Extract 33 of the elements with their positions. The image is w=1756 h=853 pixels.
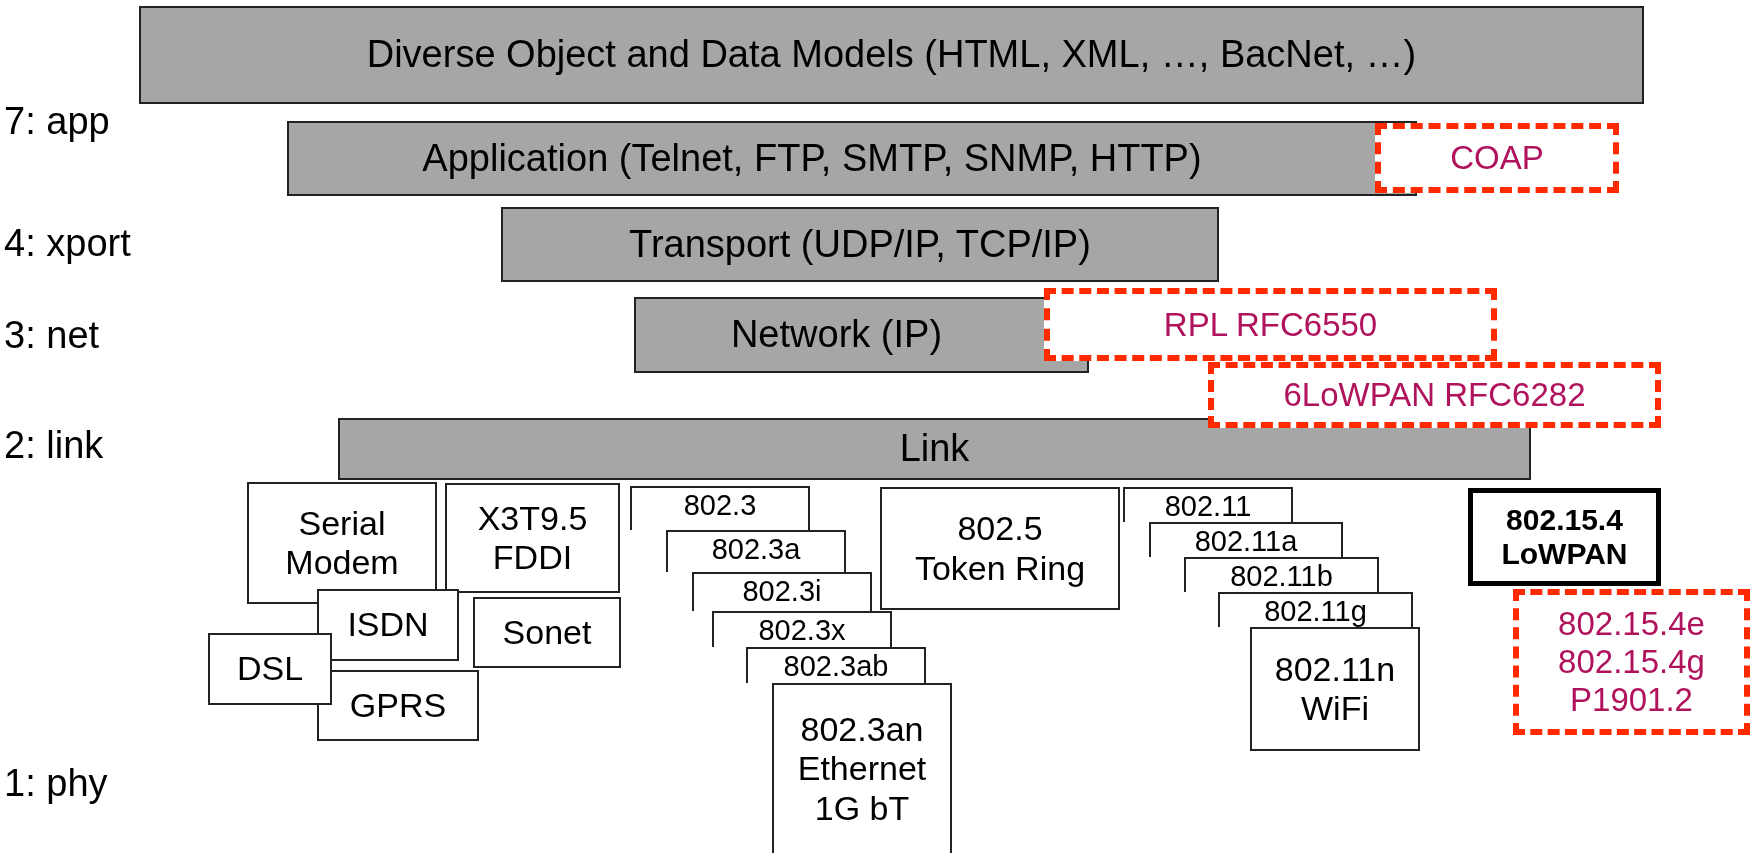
protocol-box: Sonet	[473, 597, 621, 668]
protocol-box: GPRS	[317, 670, 479, 741]
layer-bar: Diverse Object and Data Models (HTML, XML, …, BacNet, …)	[139, 6, 1644, 104]
protocol-box: Serial Modem	[247, 482, 437, 604]
protocol-box: 802.15.4 LoWPAN	[1468, 488, 1661, 586]
stacked-card: 802.3i	[692, 572, 872, 611]
layer-label: 3: net	[4, 314, 100, 357]
dashed-box: RPL RFC6550	[1044, 288, 1497, 361]
protocol-box: X3T9.5 FDDI	[445, 483, 620, 593]
protocol-box: ISDN	[317, 589, 459, 661]
stacked-card: 802.11b	[1184, 557, 1379, 592]
dashed-box: 6LoWPAN RFC6282	[1208, 362, 1661, 428]
stacked-card: 802.3a	[666, 530, 846, 572]
layer-label: 4: xport	[4, 222, 131, 265]
protocol-box: 802.5 Token Ring	[880, 487, 1120, 610]
layer-bar: Link	[338, 418, 1531, 480]
layer-bar: Transport (UDP/IP, TCP/IP)	[501, 207, 1219, 282]
protocol-box: 802.11n WiFi	[1250, 627, 1420, 751]
stacked-card: 802.3ab	[746, 647, 926, 683]
protocol-box: DSL	[208, 633, 332, 705]
layer-bar: Application (Telnet, FTP, SMTP, SNMP, HTTP)	[287, 121, 1417, 196]
stacked-card: 802.3x	[712, 611, 892, 647]
dashed-box: COAP	[1375, 123, 1619, 193]
layer-label: 2: link	[4, 424, 104, 467]
layer-label: 7: app	[4, 100, 110, 143]
layer-bar: Network (IP)	[634, 297, 1089, 373]
protocol-box: 802.3an Ethernet 1G bT	[772, 683, 952, 853]
stacked-card: 802.11g	[1218, 592, 1413, 627]
stacked-card: 802.11	[1123, 487, 1293, 522]
stacked-card: 802.3	[630, 486, 810, 530]
dashed-box: 802.15.4e 802.15.4g P1901.2	[1513, 589, 1750, 735]
layer-label: 1: phy	[4, 762, 108, 805]
stacked-card: 802.11a	[1149, 522, 1343, 557]
